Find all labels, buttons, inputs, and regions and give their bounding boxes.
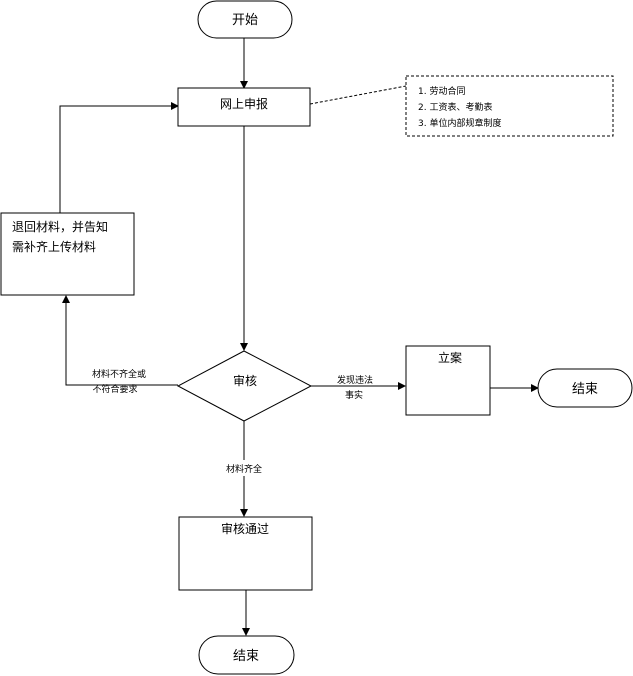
node-case: 立案 [405,345,491,416]
edge-label-complete: 材料齐全 [216,460,272,476]
node-case-label: 立案 [438,350,462,365]
node-end-right: 结束 [537,368,633,408]
note-item-3: 3. 单位内部规章制度 [418,117,501,129]
node-return-line-1: 退回材料，并告知 [12,220,108,234]
node-return-line-2: 需补齐上传材料 [12,239,96,254]
node-start: 开始 [197,0,293,39]
node-review: 审核 [176,350,313,422]
node-end-bottom-label: 结束 [233,649,259,664]
edge-label-violation-line-1: 发现违法 [337,374,373,386]
note-item-2: 2. 工资表、考勤表 [418,101,492,113]
node-end-bottom: 结束 [198,635,295,675]
note-item-1: 1. 劳动合同 [418,85,465,97]
edge-label-violation-line-2: 事实 [345,389,363,401]
node-approved-label: 审核通过 [221,521,269,536]
node-online-report: 网上申报 [177,87,311,127]
node-start-label: 开始 [232,13,258,28]
edge-return-to-report [59,102,179,213]
edge-label-incomplete-line-2: 不符合要求 [92,383,137,395]
edge-report-to-note [309,85,407,105]
connectors [59,38,539,636]
node-approved: 审核通过 [178,516,313,591]
node-end-right-label: 结束 [572,382,598,397]
edge-review-to-return [62,295,178,386]
edge-label-incomplete-line-1: 材料不齐全或 [92,368,146,380]
node-online-report-label: 网上申报 [220,96,268,111]
note-required-materials: 1. 劳动合同 2. 工资表、考勤表 3. 单位内部规章制度 [405,75,614,137]
edge-label-incomplete: 材料不齐全或 不符合要求 [92,368,146,395]
edge-label-complete-text: 材料齐全 [226,463,262,475]
edge-label-violation: 发现违法 事实 [337,374,373,401]
node-return-materials: 退回材料，并告知 需补齐上传材料 [0,212,135,296]
node-review-label: 审核 [233,373,257,388]
